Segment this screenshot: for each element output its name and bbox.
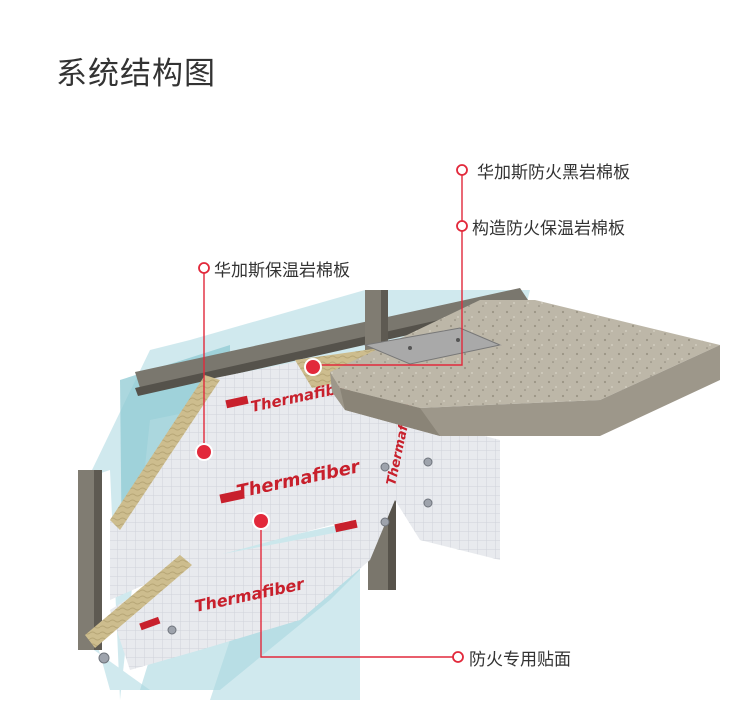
rockwool-edge-left [110, 375, 220, 530]
fastener-pins [98, 457, 433, 664]
concrete-slab-edge [340, 388, 440, 436]
callout-leaders [203, 170, 463, 658]
embedded-steel-plate [363, 327, 502, 365]
ring-marker-icon [452, 651, 464, 663]
callout-label-insulation-rockwool: 华加斯保温岩棉板 [214, 261, 350, 281]
rockwool-edge-bottom [85, 555, 192, 648]
page-title: 系统结构图 [56, 56, 216, 92]
concrete-slab-top [330, 300, 720, 408]
ring-marker-icon [198, 262, 210, 274]
label-ring-markers [198, 164, 468, 663]
top-transom [135, 288, 528, 388]
ring-marker-icon [456, 220, 468, 232]
callout-label-black-rockwool: 华加斯防火黑岩棉板 [477, 163, 630, 183]
callout-label-structural-rockwool: 构造防火保温岩棉板 [472, 219, 625, 239]
marker-dot-facing [252, 512, 270, 530]
callout-label-fire-facing: 防火专用贴面 [469, 650, 571, 670]
insulation-panel-face [110, 355, 350, 600]
marker-dot-insulation-panel [195, 443, 213, 461]
ring-marker-icon [456, 164, 468, 176]
marker-dot-rockwool-barrier [304, 358, 322, 376]
diagram-markers [195, 358, 322, 530]
concrete-slab-front [330, 345, 720, 436]
insulation-lower-face [110, 530, 370, 670]
